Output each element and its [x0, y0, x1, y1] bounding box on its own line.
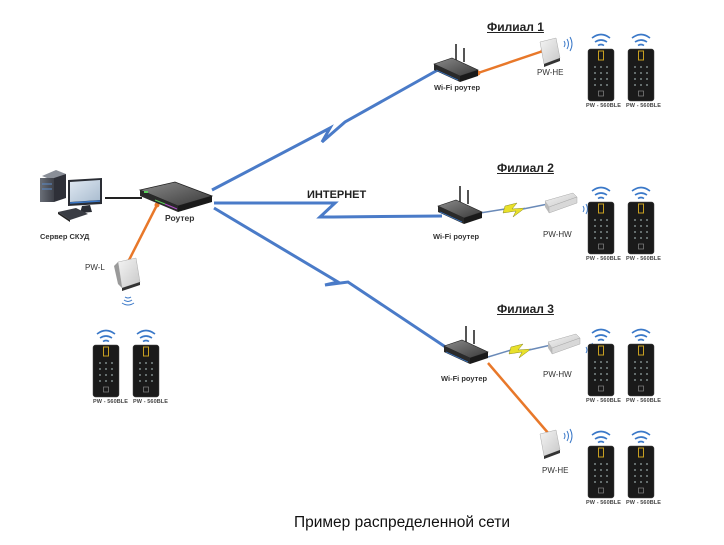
server-skud[interactable] [40, 170, 102, 222]
wifi-waves-icon [591, 186, 611, 200]
monitor-icon [68, 178, 102, 213]
main-router[interactable] [138, 181, 214, 212]
wireless-signal-icon [563, 428, 573, 444]
wifi-waves-icon [591, 430, 611, 444]
reader-label: PW - 560BLE [133, 399, 169, 405]
reader-pw-560ble[interactable] [587, 186, 615, 255]
server-label: Сервер СКУД [40, 232, 90, 241]
wifi-waves-icon [591, 328, 611, 342]
internet-link-branch-2 [214, 201, 443, 219]
wifi-waves-icon [631, 186, 651, 200]
reader-pw-560ble[interactable] [587, 33, 615, 102]
branch-2-router-label: Wi-Fi роутер [433, 232, 480, 241]
reader-pw-560ble[interactable] [132, 329, 160, 398]
router-label: Роутер [165, 213, 195, 223]
reader-pw-560ble[interactable] [587, 430, 615, 499]
wifi-router-branch-2[interactable] [437, 186, 483, 224]
internet-link-branch-3 [213, 206, 451, 352]
reader-label: PW - 560BLE [586, 256, 622, 262]
wired-link-dot [154, 202, 160, 208]
keypad [634, 463, 648, 483]
internet-label: ИНТЕРНЕТ [307, 189, 367, 201]
reader-pw-560ble[interactable] [587, 328, 615, 397]
keypad [594, 463, 608, 483]
controller-branch-3-pw-he[interactable] [539, 428, 573, 459]
wired-link-branch1-pw-he [477, 49, 544, 75]
branch-2-title: Филиал 2 [497, 161, 554, 175]
reader-pw-560ble[interactable] [627, 186, 655, 255]
internet-link-branch-1 [211, 60, 453, 192]
wireless-signal-icon [563, 36, 573, 52]
reader-label: PW - 560BLE [93, 399, 129, 405]
branch-3-router-label: Wi-Fi роутер [441, 374, 488, 383]
branch-2-controller-label: PW-HW [543, 230, 572, 239]
wifi-waves-icon [591, 33, 611, 47]
wireless-link-branch-3 [487, 343, 552, 359]
wifi-waves-icon [631, 33, 651, 47]
server-tower-icon [40, 170, 66, 202]
wifi-waves-icon [631, 430, 651, 444]
controller-branch-3-pw-hw[interactable] [547, 333, 595, 358]
diagram-caption: Пример распределенной сети [293, 514, 511, 531]
wifi-router-branch-3[interactable] [443, 326, 489, 364]
branch-3-controller-2-label: PW-HE [542, 466, 569, 475]
keypad [139, 362, 153, 382]
reader-label: PW - 560BLE [586, 103, 622, 109]
controller-pw-l[interactable] [114, 257, 141, 306]
keypad [634, 361, 648, 381]
reader-pw-560ble[interactable] [627, 430, 655, 499]
controller-pw-l-label: PW-L [85, 263, 105, 272]
keypad [594, 361, 608, 381]
wifi-waves-icon [631, 328, 651, 342]
reader-label: PW - 560BLE [626, 103, 662, 109]
reader-pw-560ble[interactable] [627, 33, 655, 102]
reader-label: PW - 560BLE [586, 500, 622, 506]
keypad [634, 219, 648, 239]
reader-label: PW - 560BLE [626, 398, 662, 404]
keypad [594, 66, 608, 86]
keypad [99, 362, 113, 382]
wifi-waves-icon [96, 329, 116, 343]
wired-link-head-pw-l [126, 204, 159, 263]
wired-link-branch3-pw-he [487, 362, 556, 442]
reader-label: PW - 560BLE [626, 256, 662, 262]
keypad [634, 66, 648, 86]
reader-label: PW - 560BLE [586, 398, 622, 404]
controller-branch-1-pw-he[interactable] [539, 36, 573, 67]
branch-3-controller-1-label: PW-HW [543, 370, 572, 379]
keypad [594, 219, 608, 239]
wifi-router-branch-1[interactable] [433, 44, 479, 82]
keyboard-icon [58, 208, 88, 222]
branch-1-router-label: Wi-Fi роутер [434, 83, 481, 92]
wireless-signal-icon [121, 296, 135, 306]
branch-3-title: Филиал 3 [497, 302, 554, 316]
wifi-waves-icon [136, 329, 156, 343]
reader-pw-560ble[interactable] [92, 329, 120, 398]
reader-label: PW - 560BLE [626, 500, 662, 506]
wireless-link-branch-2 [479, 202, 549, 218]
branch-1-controller-label: PW-HE [537, 68, 564, 77]
controller-branch-2-pw-hw[interactable] [544, 192, 592, 217]
branch-1-title: Филиал 1 [487, 20, 544, 34]
reader-pw-560ble[interactable] [627, 328, 655, 397]
